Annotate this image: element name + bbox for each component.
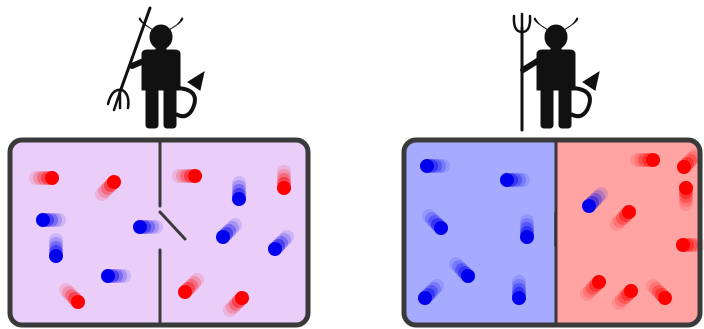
blue-particle [449,257,475,283]
after-panel [401,12,704,328]
red-particle [178,273,204,299]
blue-particle [133,220,163,234]
red-particle [610,205,636,231]
red-particle [277,165,291,195]
blue-particle [420,159,450,173]
demon-icon [512,12,601,132]
partition-wall [158,138,187,327]
red-particle [580,275,606,301]
red-particle [630,153,660,167]
red-particle [646,279,672,305]
blue-particle [216,218,242,244]
chamber-outline [7,137,311,328]
red-particle [612,284,638,310]
red-particle [679,181,693,211]
chamber-outline [401,137,703,328]
red-particle [95,175,121,201]
demon-icon [106,6,206,130]
before-panel [7,6,311,328]
trident-icon [512,12,542,132]
open-door [158,210,187,241]
blue-particle [101,269,131,283]
red-particle [29,171,59,185]
blue-particle [582,187,608,213]
blue-particle [422,209,448,235]
blue-particle [36,213,66,227]
blue-particle [520,214,534,244]
red-particle [172,169,202,183]
blue-particle [49,233,63,263]
red-particle [59,283,85,309]
pitchfork-icon [106,6,152,112]
blue-particle [232,176,246,206]
partition-wall [554,138,558,327]
red-particle [223,291,249,317]
blue-particle [268,230,294,256]
blue-particle [512,275,526,305]
blue-particle [500,173,530,187]
blue-particle [418,279,444,305]
